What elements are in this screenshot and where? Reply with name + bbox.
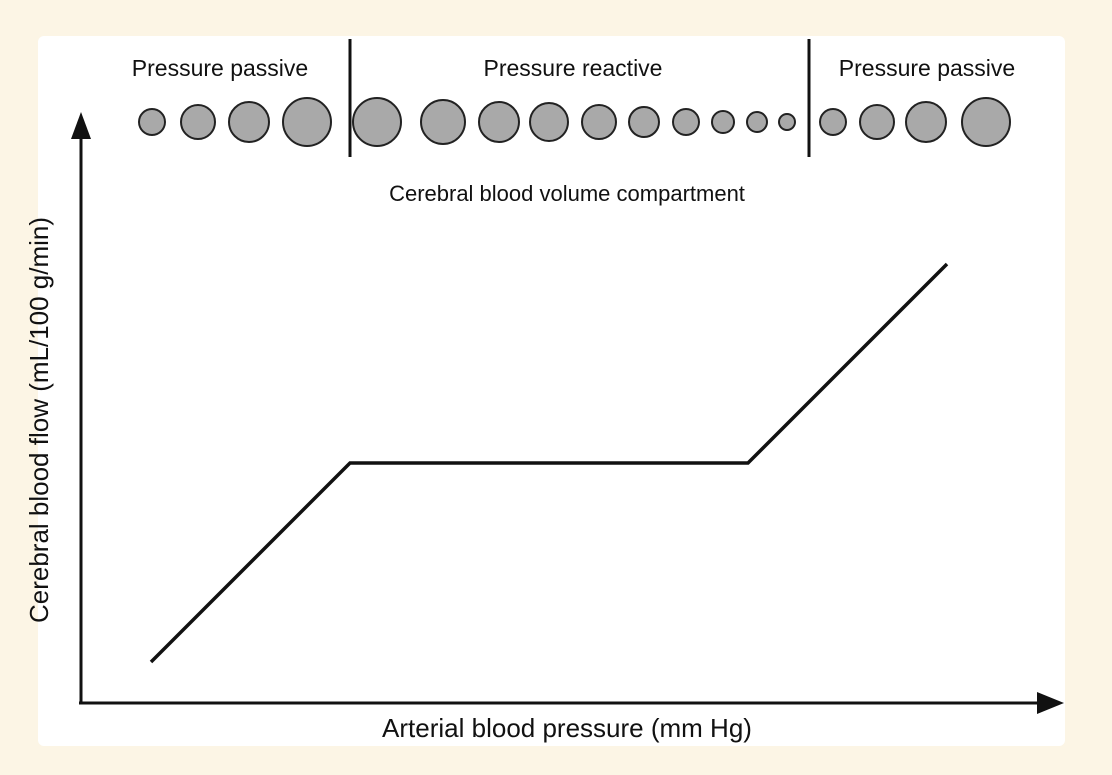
vessel-circle xyxy=(628,106,660,138)
vessel-circle xyxy=(581,104,617,140)
vessel-circle xyxy=(859,104,895,140)
compartment-caption: Cerebral blood volume compartment xyxy=(389,181,745,206)
x-axis-label: Arterial blood pressure (mm Hg) xyxy=(382,713,752,743)
vessel-circle xyxy=(180,104,216,140)
y-axis-arrowhead xyxy=(71,112,91,139)
vessel-diameter-row xyxy=(138,97,1011,147)
blood-flow-curve xyxy=(149,262,949,664)
vessel-circle xyxy=(711,110,735,134)
vessel-circle xyxy=(138,108,166,136)
vessel-circle xyxy=(420,99,466,145)
vessel-circle xyxy=(905,101,947,143)
zone-label-right: Pressure passive xyxy=(839,55,1015,81)
zone-label-center: Pressure reactive xyxy=(484,55,663,81)
y-axis-label: Cerebral blood flow (mL/100 g/min) xyxy=(24,217,54,623)
zone-label-left: Pressure passive xyxy=(132,55,308,81)
vessel-circle xyxy=(778,113,796,131)
vessel-circle xyxy=(478,101,520,143)
figure-panel xyxy=(38,36,1065,746)
vessel-circle xyxy=(672,108,700,136)
vessel-circle xyxy=(282,97,332,147)
x-axis-arrowhead xyxy=(1037,692,1064,714)
vessel-circle xyxy=(746,111,768,133)
vessel-circle xyxy=(352,97,402,147)
vessel-circle xyxy=(228,101,270,143)
vessel-circle xyxy=(961,97,1011,147)
vessel-circle xyxy=(819,108,847,136)
vessel-circle xyxy=(529,102,569,142)
